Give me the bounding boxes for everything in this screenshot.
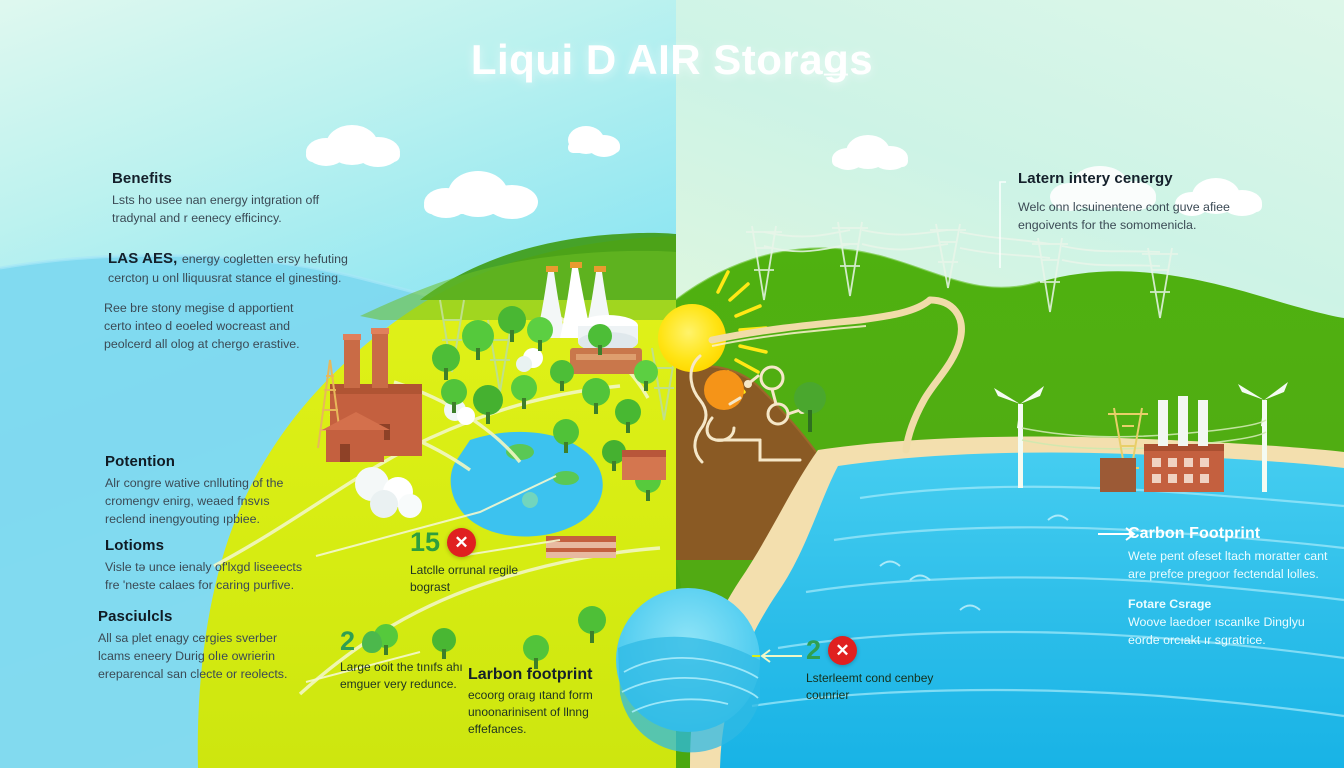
- callout-2-left-row: 2: [340, 628, 468, 655]
- page-title: Liqui D AIR Storaǥs: [470, 36, 874, 83]
- callout-2-left-text: Large ooit the tınıfs ahı emguer very re…: [340, 660, 463, 691]
- heading-potention: Potention: [105, 453, 176, 470]
- heading-latern-intery-cenergy: Latern intery cenergy: [1018, 170, 1173, 187]
- cloud-icon: [1175, 178, 1262, 216]
- callout-15-row: 15 ✕: [410, 528, 560, 557]
- callout-larbon-footprint: Larbon footprint ecoorg oraıg ıtand form…: [468, 660, 628, 737]
- tree-icon: [374, 306, 661, 669]
- leader-line: [305, 475, 561, 683]
- callout-15: 15 ✕ Latclle orrunal regile bograst: [410, 528, 560, 596]
- body-potention: Alr congre wative cnlluting of the crome…: [105, 476, 284, 526]
- text-block-potention: Potention Alr congre wative cnlluting of…: [105, 453, 297, 529]
- body-larbon-footprint: ecoorg oraıg ıtand form unoonarinisent o…: [468, 688, 593, 736]
- callout-2-right-number: 2: [806, 635, 822, 665]
- close-icon[interactable]: ✕: [828, 636, 858, 665]
- cloud-icon: [424, 171, 538, 219]
- body-latern-intery-cenergy: Welc onn lcsuinentene cont guve afiee en…: [1018, 200, 1230, 232]
- heading-lotioms: Lotioms: [105, 537, 165, 554]
- callout-15-number: 15: [410, 527, 441, 557]
- wind-turbine-icon: [994, 382, 1288, 492]
- gas-sphere-icon: [355, 348, 543, 518]
- leaf-icon: [362, 630, 383, 653]
- subbody-fotare-csrage: Woove laedoer ıscanlke Dinglyu eorde orc…: [1128, 614, 1305, 647]
- subheading-fotare-csrage: Fotare Csrage: [1128, 596, 1212, 611]
- text-block-latern-intery-cenergy: Latern intery cenergy Welc onn lcsuinent…: [1018, 170, 1268, 235]
- molecule-icon: [689, 354, 806, 464]
- heading-carbon-footprint: Carbon Footprint: [1128, 525, 1261, 542]
- text-block-carbon-footprint: Carbon Footprint Wete pent ofeset ltach …: [1128, 525, 1338, 650]
- callout-2-right-text: Lsterleemt cond cenbey counrier: [806, 671, 934, 702]
- body-benefits: Lsts ho usee nan energy intgration off t…: [112, 193, 320, 225]
- water-globe-icon: [616, 588, 760, 753]
- body-reservoir: Ree bre stony megise d apportient certo …: [104, 301, 300, 351]
- arrow-icon: [1098, 527, 1136, 541]
- body-pasciulcls: All sa plet enagy cergies sverber lcams …: [98, 631, 288, 681]
- cloud-icon: [1050, 166, 1156, 211]
- power-pylon-icon: [439, 299, 677, 421]
- text-block-pasciulcls: Pasciulcls All sa plet enagy cergies sve…: [98, 608, 303, 684]
- callout-2-left: 2 Large ooit the tınıfs ahı emguer very …: [340, 628, 468, 693]
- close-icon[interactable]: ✕: [447, 528, 477, 557]
- callout-15-text: Latclle orrunal regile bograst: [410, 563, 519, 594]
- transmission-tower-icon: [746, 221, 1178, 319]
- cloud-icon: [568, 126, 620, 157]
- brick-house-icon: [322, 412, 390, 462]
- heading-las-aes: LAS AES,: [108, 250, 178, 267]
- text-block-lotioms: Lotioms Visle tə unce ienaly of'lxgd lis…: [105, 537, 305, 595]
- heading-pasciulcls: Pasciulcls: [98, 608, 173, 625]
- callout-2-right: 2 ✕ Lsterleemt cond cenbey counrier: [806, 636, 956, 704]
- body-carbon-footprint: Wete pent ofeset ltach moratter cant are…: [1128, 549, 1328, 581]
- text-block-reservoir: Ree bre stony megise d apportient certo …: [104, 300, 310, 354]
- cloud-icon: [306, 125, 400, 167]
- callout-2-right-row: 2 ✕: [806, 636, 956, 665]
- leader-line: [999, 181, 1006, 268]
- arrow-icon: [760, 649, 802, 663]
- body-las-aes: energy cogletten ersy hefuting cerctoŋ u…: [108, 252, 348, 285]
- heading-larbon-footprint: Larbon footprint: [468, 666, 593, 683]
- tree-icon: [794, 382, 826, 432]
- warehouse-icon: [546, 450, 666, 558]
- text-block-benefits: Benefits Lsts ho usee nan energy intgrat…: [112, 170, 362, 228]
- body-lotioms: Visle tə unce ienaly of'lxgd liseeects f…: [105, 560, 303, 592]
- cloud-icon: [832, 135, 908, 170]
- callout-2-left-number: 2: [340, 626, 356, 656]
- factory-icon: [1100, 396, 1224, 492]
- text-block-las-aes: LAS AES, energy cogletten ersy hefuting …: [108, 250, 376, 288]
- heading-benefits: Benefits: [112, 170, 172, 187]
